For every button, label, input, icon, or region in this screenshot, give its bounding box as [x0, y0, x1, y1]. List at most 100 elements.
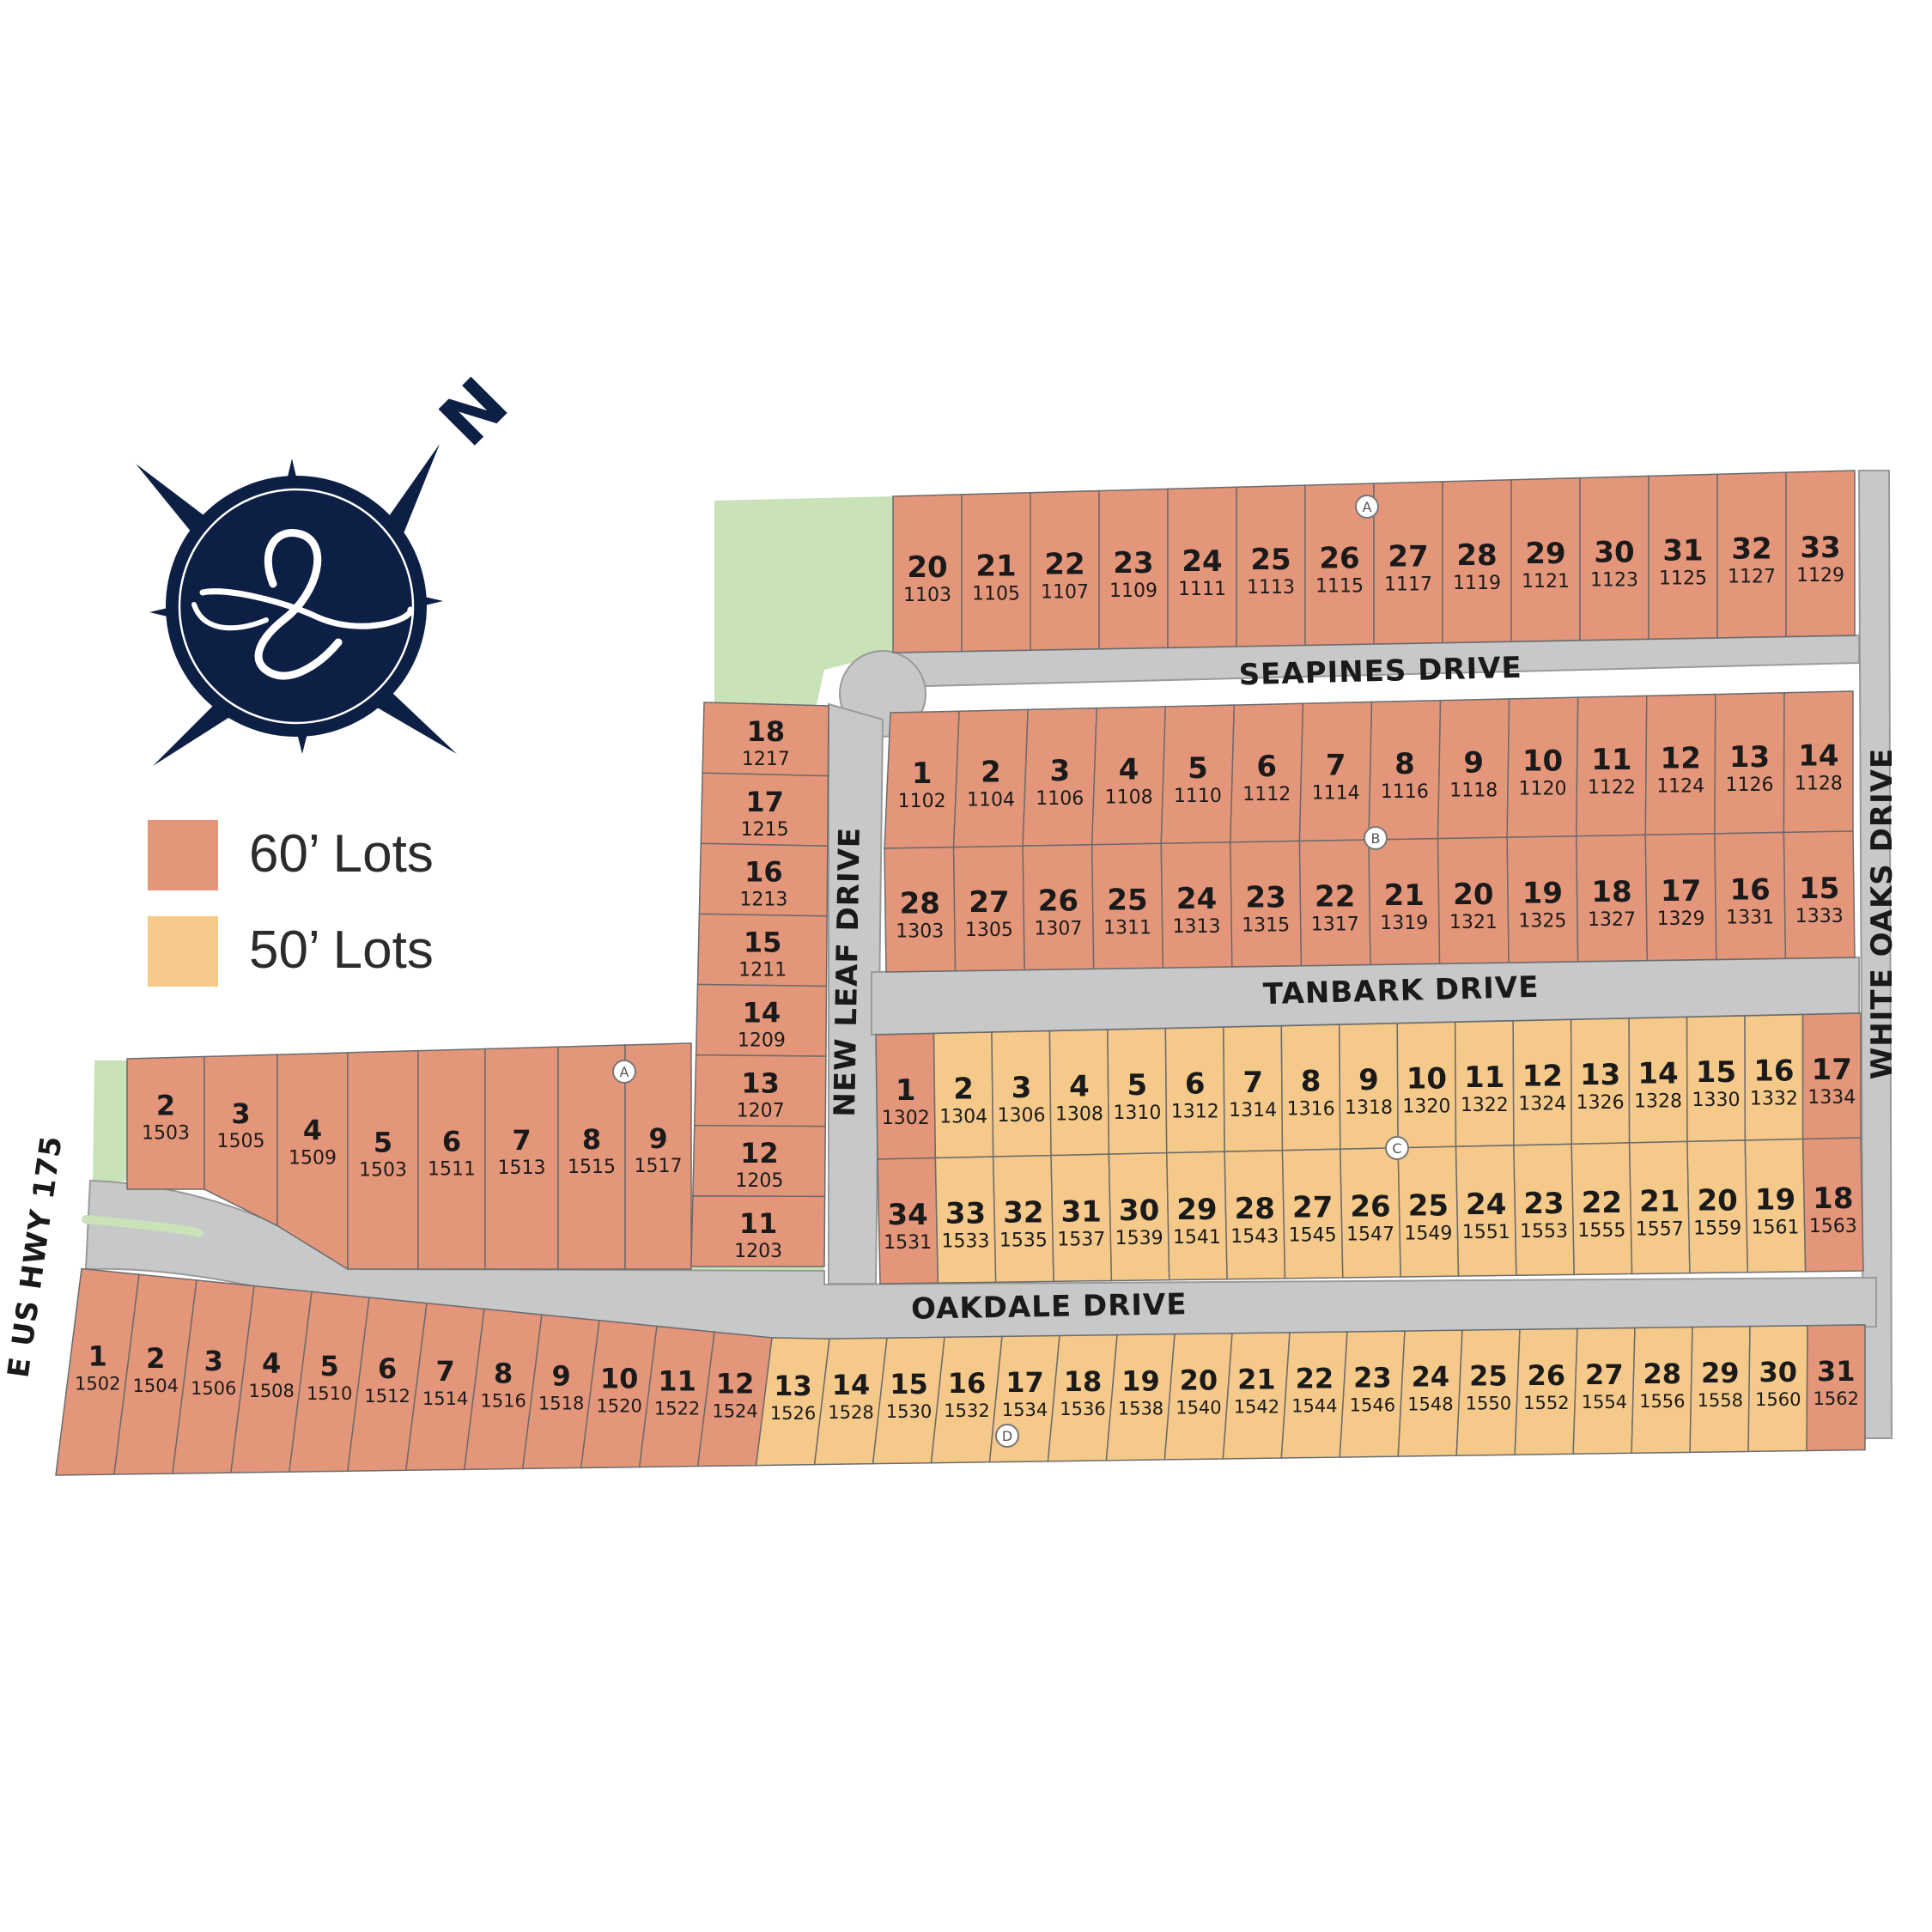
lot-shape[interactable]	[1806, 1324, 1866, 1452]
lot-shape[interactable]	[1785, 470, 1856, 638]
lot-shape[interactable]	[1783, 830, 1856, 959]
